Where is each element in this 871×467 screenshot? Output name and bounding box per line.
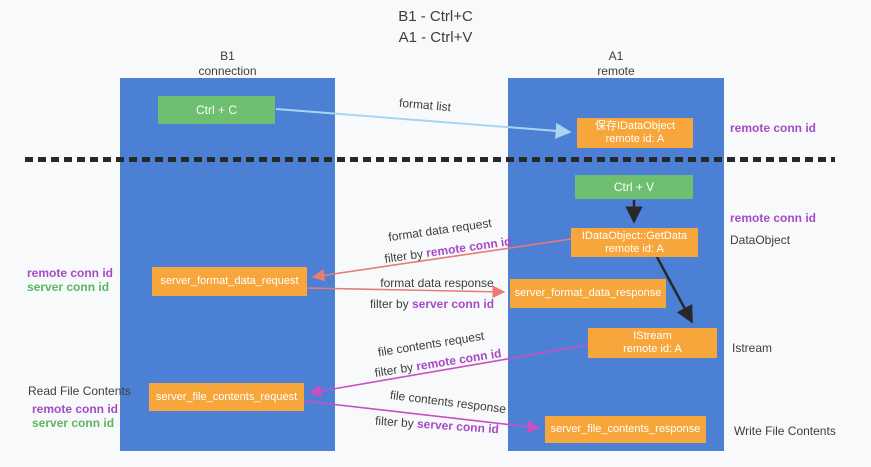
format-list-label: format list xyxy=(398,95,452,115)
server-format-data-response-box: server_format_data_response xyxy=(510,279,666,308)
column-header-a1: A1 remote xyxy=(508,49,724,79)
remote-conn-id-text: remote conn id xyxy=(425,234,513,260)
server-file-contents-response-label: server_file_contents_response xyxy=(550,423,701,435)
ctrl-v-label: Ctrl + V xyxy=(613,179,655,194)
filter-by-server-top-label: filter by server conn id xyxy=(370,297,494,311)
column-b1-subtitle: connection xyxy=(198,64,257,78)
server-format-data-response-label: server_format_data_response xyxy=(514,287,662,299)
divider-dashed-line xyxy=(25,157,835,162)
format-data-response-label: format data response xyxy=(380,276,494,290)
title-line-2: A1 - Ctrl+V xyxy=(398,29,473,46)
remote-conn-id-right-mid: remote conn id xyxy=(730,211,817,225)
getdata-line1: IDataObject::GetData xyxy=(581,229,688,242)
istream-line1: IStream xyxy=(633,330,672,342)
istream-box: IStream remote id: A xyxy=(588,328,717,358)
ctrl-c-box: Ctrl + C xyxy=(158,96,275,124)
istream-line2: remote id: A xyxy=(623,343,682,355)
write-file-contents-label: Write File Contents xyxy=(734,424,836,438)
remote-conn-id-right-top: remote conn id xyxy=(730,121,817,135)
server-file-contents-response-box: server_file_contents_response xyxy=(545,416,706,443)
column-a1-name: A1 xyxy=(608,49,624,63)
filter-by-text: filter by xyxy=(383,246,428,266)
file-contents-response-label: file contents response xyxy=(389,387,507,417)
server-conn-id-text: server conn id xyxy=(411,297,495,311)
remote-conn-id-left-bottom: remote conn id xyxy=(32,402,119,416)
server-conn-id-left-bottom: server conn id xyxy=(32,416,115,430)
column-header-b1: B1 connection xyxy=(120,49,335,79)
read-file-contents-label: Read File Contents xyxy=(28,384,131,398)
filter-by-text: filter by xyxy=(373,359,418,380)
column-a1-subtitle: remote xyxy=(597,64,635,78)
dataobject-label: DataObject xyxy=(730,233,791,247)
server-format-data-request-label: server_format_data_request xyxy=(160,275,299,287)
server-conn-id-text: server conn id xyxy=(416,416,500,437)
getdata-line2: remote id: A xyxy=(605,242,664,255)
save-idataobject-line1: 保存IDataObject xyxy=(594,120,676,132)
save-idataobject-box: 保存IDataObject remote id: A xyxy=(577,118,693,148)
server-file-contents-request-box: server_file_contents_request xyxy=(149,383,304,411)
ctrl-c-label: Ctrl + C xyxy=(195,102,237,117)
title-line-1: B1 - Ctrl+C xyxy=(398,8,473,25)
server-format-data-request-box: server_format_data_request xyxy=(152,267,307,296)
filter-by-text: filter by xyxy=(369,297,412,311)
filter-by-text: filter by xyxy=(374,413,418,431)
remote-conn-id-left-top: remote conn id xyxy=(27,266,114,280)
server-file-contents-request-label: server_file_contents_request xyxy=(155,390,298,403)
save-idataobject-line2: remote id: A xyxy=(605,133,665,145)
filter-by-server-bottom-label: filter by server conn id xyxy=(375,414,500,437)
server-conn-id-left-top: server conn id xyxy=(27,280,110,294)
page-title: B1 - Ctrl+C A1 - Ctrl+V xyxy=(0,6,871,48)
getdata-box: IDataObject::GetData remote id: A xyxy=(571,228,698,257)
ctrl-v-box: Ctrl + V xyxy=(575,175,693,199)
column-b1-name: B1 xyxy=(220,49,235,63)
istream-side-label: Istream xyxy=(732,341,773,355)
